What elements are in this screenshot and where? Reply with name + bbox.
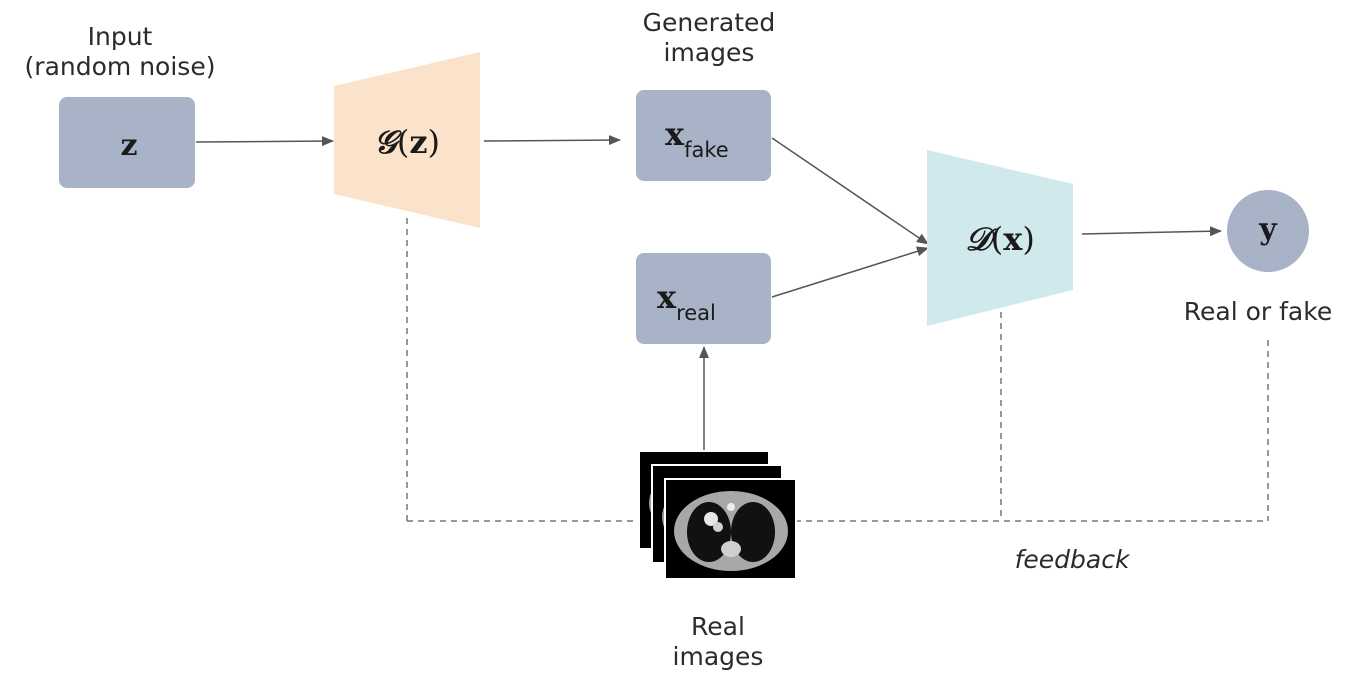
feedback-lines	[406, 218, 1269, 522]
input-caption: Input (random noise)	[0, 22, 240, 82]
arrow-z-to-generator	[195, 136, 334, 147]
discriminator-node: 𝒟(x)	[927, 150, 1073, 326]
generated-caption-line2: images	[663, 38, 755, 67]
z-symbol: z	[120, 128, 137, 163]
discriminator-open-paren: (	[991, 220, 1003, 258]
generator-open-paren: (	[397, 123, 409, 161]
y-symbol: y	[1258, 212, 1278, 247]
x-real-label: xreal	[657, 278, 716, 325]
discriminator-label: 𝒟(x)	[965, 220, 1035, 258]
x-real-subscript: real	[676, 301, 716, 325]
arrow-discriminator-to-y	[1081, 226, 1222, 237]
x-fake-label: xfake	[665, 115, 729, 162]
discriminator-arg: x	[1003, 220, 1023, 258]
real-images-caption-line2: images	[672, 642, 764, 671]
input-caption-line1: Input	[87, 22, 153, 51]
arrow-xfake-to-discriminator	[771, 137, 929, 245]
feedback-caption: feedback	[1014, 545, 1130, 574]
generator-label: 𝒢(z)	[374, 123, 440, 161]
real-or-fake-caption: Real or fake	[1183, 297, 1333, 326]
real-images-caption: Real images	[640, 612, 796, 672]
real-images-caption-line1: Real	[691, 612, 745, 641]
generated-images-caption: Generated images	[600, 8, 818, 68]
ct-scan-stack-icon	[638, 450, 797, 580]
arrow-generator-to-xfake	[483, 135, 621, 146]
arrow-xreal-to-discriminator	[771, 246, 929, 298]
x-real-symbol: x	[657, 278, 677, 316]
generator-node: 𝒢(z)	[334, 52, 480, 228]
y-node: y	[1227, 190, 1309, 272]
generated-caption-line1: Generated	[642, 8, 776, 37]
x-fake-node: xfake	[636, 90, 771, 181]
generator-arg: z	[409, 123, 427, 161]
discriminator-close-paren: )	[1022, 220, 1034, 258]
x-fake-subscript: fake	[684, 138, 729, 162]
z-node: z	[59, 97, 195, 188]
x-real-node: xreal	[636, 253, 771, 344]
generator-close-paren: )	[427, 123, 439, 161]
flow-arrows	[195, 135, 1222, 450]
input-caption-line2: (random noise)	[24, 52, 216, 81]
x-fake-symbol: x	[665, 115, 685, 153]
